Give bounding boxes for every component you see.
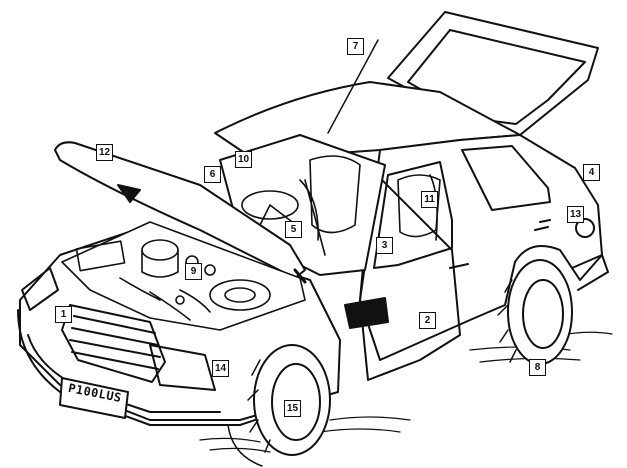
callout-4: 4 — [583, 164, 600, 181]
callout-2: 2 — [419, 312, 436, 329]
callout-6: 6 — [204, 166, 221, 183]
callout-11: 11 — [421, 191, 438, 208]
callout-5: 5 — [285, 221, 302, 238]
callout-7: 7 — [347, 38, 364, 55]
callout-15: 15 — [284, 400, 301, 417]
callout-13: 13 — [567, 206, 584, 223]
callout-3: 3 — [376, 237, 393, 254]
callout-12: 12 — [96, 144, 113, 161]
callout-9: 9 — [185, 263, 202, 280]
callout-10: 10 — [235, 151, 252, 168]
callout-1: 1 — [55, 306, 72, 323]
callout-14: 14 — [212, 360, 229, 377]
callout-8: 8 — [529, 359, 546, 376]
